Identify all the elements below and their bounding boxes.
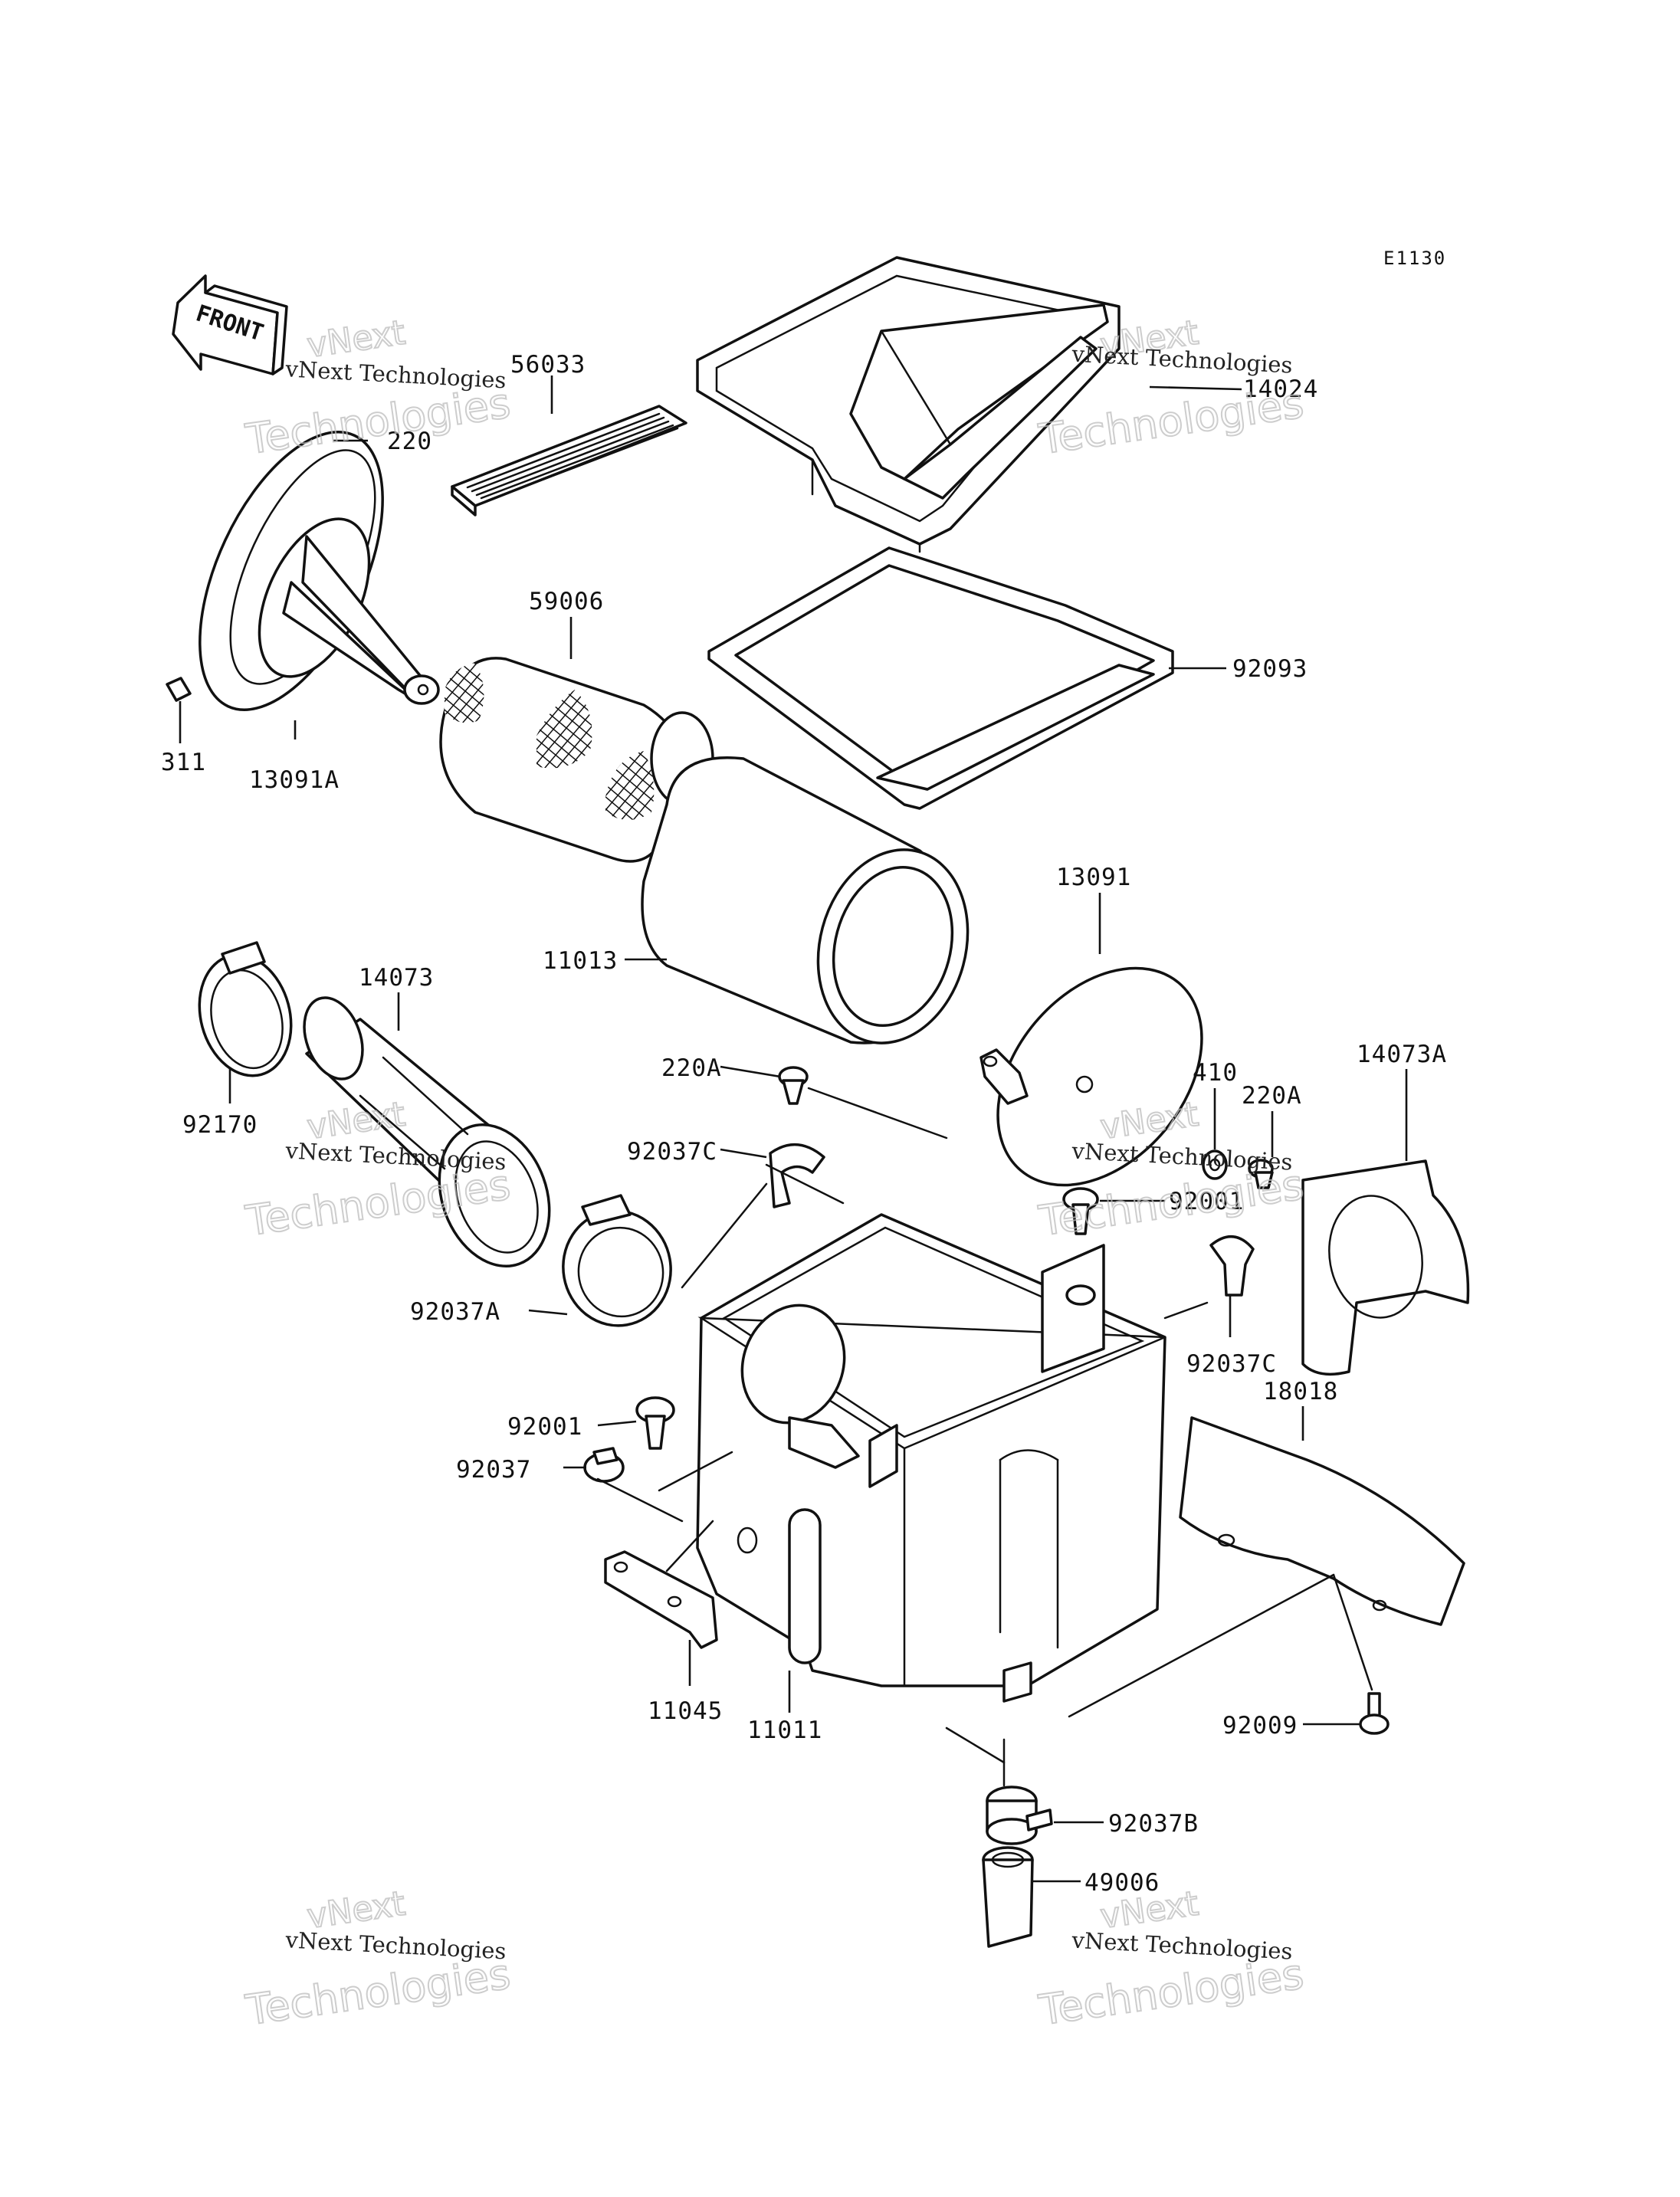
callout-13091A: 13091A xyxy=(249,766,340,794)
watermark-name: vNext Technologies xyxy=(284,356,507,393)
part-92001-bolt-right xyxy=(1062,1187,1099,1235)
part-13091A-cover xyxy=(199,431,440,711)
part-59006-prefilter xyxy=(439,657,714,863)
part-92037C-clip-left xyxy=(769,1143,825,1208)
part-311-clip xyxy=(166,677,192,702)
leader-lines xyxy=(179,375,1408,1883)
callout-92037: 92037 xyxy=(456,1456,531,1484)
part-92037C-clip-right xyxy=(1209,1235,1255,1297)
callout-14024: 14024 xyxy=(1243,375,1318,403)
part-92093-gasket xyxy=(707,546,1174,810)
callout-92001-right: 92001 xyxy=(1169,1188,1244,1215)
part-92009-bolt xyxy=(1359,1692,1390,1735)
watermark-name: vNext Technologies xyxy=(284,1926,507,1964)
part-220A-screw-left xyxy=(778,1066,809,1105)
watermark-name: vNext Technologies xyxy=(1071,1927,1293,1965)
part-13091-endcap xyxy=(979,966,1203,1187)
watermark-bottom-right: vNext Technologies vNext Technologies xyxy=(1035,1884,1307,2035)
part-14073A-duct xyxy=(1301,1159,1470,1376)
part-92170-clamp xyxy=(198,941,293,1077)
callout-92093: 92093 xyxy=(1232,655,1308,683)
callout-18018: 18018 xyxy=(1263,1378,1338,1405)
callout-49006: 49006 xyxy=(1084,1869,1160,1897)
front-arrow-icon: FRONT xyxy=(172,274,288,375)
callout-14073A: 14073A xyxy=(1357,1041,1447,1068)
part-14024-cover xyxy=(696,256,1121,553)
part-92001-bolt-left xyxy=(635,1396,675,1450)
part-14073-duct xyxy=(303,996,551,1268)
assembly-lines xyxy=(596,1087,1373,1787)
callout-92037C-left: 92037C xyxy=(627,1138,717,1166)
part-92037A-clamp xyxy=(562,1194,672,1327)
callout-311: 311 xyxy=(161,749,206,776)
part-92037-clamp xyxy=(583,1447,625,1483)
callout-labels: 56033 14024 220 59006 92093 311 13091A 1… xyxy=(161,351,1447,1897)
callout-220A-left: 220A xyxy=(661,1054,722,1082)
part-11011-case xyxy=(696,1213,1166,1703)
part-11045-bracket xyxy=(604,1550,718,1649)
callout-11011: 11011 xyxy=(747,1717,822,1744)
callout-220: 220 xyxy=(387,428,432,455)
callout-92170: 92170 xyxy=(182,1111,258,1139)
part-220A-screw-right xyxy=(1248,1159,1274,1189)
part-11013-filter xyxy=(641,756,970,1044)
part-56033-plate xyxy=(451,405,687,516)
callout-92037B: 92037B xyxy=(1108,1810,1199,1838)
callout-11013: 11013 xyxy=(543,947,618,975)
callout-92037A: 92037A xyxy=(410,1298,500,1326)
part-92037B-clamp xyxy=(986,1785,1053,1845)
part-18018-guard xyxy=(1179,1416,1465,1626)
callout-56033: 56033 xyxy=(510,351,586,379)
callout-59006: 59006 xyxy=(529,588,604,615)
diagram-code: E1130 xyxy=(1383,248,1446,269)
watermark-name: vNext Technologies xyxy=(1071,341,1293,379)
callout-220A-right: 220A xyxy=(1242,1082,1302,1110)
callout-92037C-right: 92037C xyxy=(1186,1350,1277,1378)
callout-410: 410 xyxy=(1193,1059,1238,1087)
part-410-nut xyxy=(1202,1149,1228,1180)
callout-14073: 14073 xyxy=(359,964,434,992)
watermark-bottom-left: vNext Technologies vNext Technologies xyxy=(241,1884,514,2035)
callout-92009: 92009 xyxy=(1222,1712,1298,1740)
callout-92001-left: 92001 xyxy=(507,1413,582,1441)
callout-11045: 11045 xyxy=(648,1697,723,1725)
part-49006-tube xyxy=(982,1846,1034,1948)
callout-13091: 13091 xyxy=(1056,864,1131,891)
